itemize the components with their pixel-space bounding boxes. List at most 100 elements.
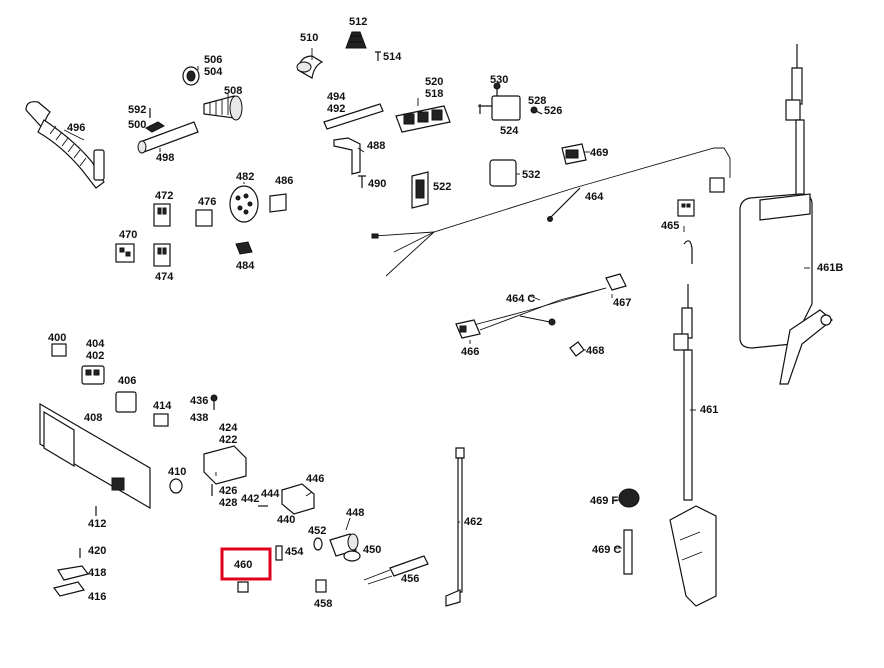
label-520: 520 — [425, 76, 443, 88]
label-592: 592 — [128, 104, 146, 116]
part-454-clip — [275, 545, 283, 561]
label-465: 465 — [661, 220, 679, 232]
label-461B: 461B — [817, 262, 843, 274]
label-424: 424 — [219, 422, 238, 434]
label-469: 469 — [590, 147, 608, 159]
label-518: 518 — [425, 88, 443, 100]
label-416: 416 — [88, 591, 106, 603]
part-482-connector — [229, 185, 259, 223]
label-474: 474 — [155, 271, 174, 283]
part-469-switch — [561, 143, 587, 165]
part-526-screw — [530, 106, 543, 115]
label-458: 458 — [314, 598, 332, 610]
label-484: 484 — [236, 260, 255, 272]
label-410: 410 — [168, 466, 186, 478]
part-510-elbow — [296, 55, 324, 79]
label-408: 408 — [84, 412, 102, 424]
part-508-grommet — [203, 95, 243, 121]
label-468: 468 — [586, 345, 604, 357]
label-442: 442 — [241, 493, 259, 505]
label-514: 514 — [383, 51, 402, 63]
label-530: 530 — [490, 74, 508, 86]
part-514-screw — [375, 51, 381, 61]
part-500-clip — [145, 108, 165, 133]
label-440: 440 — [277, 514, 295, 526]
label-506: 506 — [204, 54, 222, 66]
label-524: 524 — [500, 125, 519, 137]
part-440-relay — [281, 483, 315, 515]
part-506-ring — [182, 66, 200, 86]
highlight-box — [220, 547, 272, 581]
part-464C-cable — [469, 287, 607, 331]
part-436-screw — [210, 394, 218, 410]
label-450: 450 — [363, 544, 381, 556]
part-476-connector — [195, 209, 213, 227]
label-500: 500 — [128, 119, 146, 131]
part-496-corrugated-hose — [25, 101, 105, 189]
label-498: 498 — [156, 152, 174, 164]
label-412: 412 — [88, 518, 106, 530]
part-465-connector — [677, 199, 695, 217]
label-469C: 469 C — [592, 544, 621, 556]
part-461-antenna — [669, 284, 717, 607]
part-462-antenna-rod — [445, 447, 465, 607]
leader-lines — [63, 48, 810, 549]
label-444: 444 — [261, 488, 280, 500]
part-486-connector — [269, 193, 287, 213]
part-522-switch — [411, 171, 429, 209]
part-466-connector — [455, 319, 481, 339]
label-446: 446 — [306, 473, 324, 485]
label-464: 464 — [585, 191, 604, 203]
label-464C: 464 C — [506, 293, 535, 305]
label-532: 532 — [522, 169, 540, 181]
label-526: 526 — [544, 105, 562, 117]
label-452: 452 — [308, 525, 326, 537]
part-422-relay — [203, 445, 247, 485]
label-428: 428 — [219, 497, 237, 509]
part-416-bracket — [52, 581, 86, 597]
label-456: 456 — [401, 573, 419, 585]
part-458-clip — [315, 579, 327, 593]
part-488-bracket — [333, 137, 361, 175]
label-494: 494 — [327, 91, 346, 103]
part-524-relay — [478, 95, 521, 121]
part-484-connector — [235, 241, 253, 255]
part-414-connector — [153, 413, 169, 427]
part-406-connector — [115, 391, 137, 413]
label-402: 402 — [86, 350, 104, 362]
part-465-clip — [683, 240, 693, 264]
label-470: 470 — [119, 229, 137, 241]
part-469C-rod — [623, 529, 633, 575]
label-426: 426 — [219, 485, 237, 497]
part-467-connector — [605, 273, 627, 291]
part-460-clip — [237, 581, 249, 593]
part-498-tube — [137, 121, 199, 154]
label-422: 422 — [219, 434, 237, 446]
part-448-socket — [329, 533, 359, 557]
label-496: 496 — [67, 122, 85, 134]
part-470-connector — [115, 243, 135, 263]
part-400-connector — [51, 343, 67, 357]
label-490: 490 — [368, 178, 386, 190]
label-486: 486 — [275, 175, 293, 187]
part-418-bracket — [57, 565, 90, 581]
label-414: 414 — [153, 400, 172, 412]
part-464-wiring-harness — [371, 147, 731, 277]
part-450-bulb — [343, 550, 361, 562]
part-530-screw — [493, 82, 501, 96]
part-461B-power-antenna — [739, 44, 833, 385]
part-456-wire-plug — [363, 555, 429, 585]
label-438: 438 — [190, 412, 208, 424]
label-462: 462 — [464, 516, 482, 528]
part-474-connector — [153, 243, 171, 267]
label-404: 404 — [86, 338, 105, 350]
part-468-clip — [569, 341, 585, 357]
label-420: 420 — [88, 545, 106, 557]
label-504: 504 — [204, 66, 223, 78]
label-476: 476 — [198, 196, 216, 208]
label-460: 460 — [234, 559, 252, 571]
label-461: 461 — [700, 404, 718, 416]
label-448: 448 — [346, 507, 364, 519]
callout-labels: 512 510 514 506 504 508 592 500 498 496 … — [48, 16, 843, 610]
